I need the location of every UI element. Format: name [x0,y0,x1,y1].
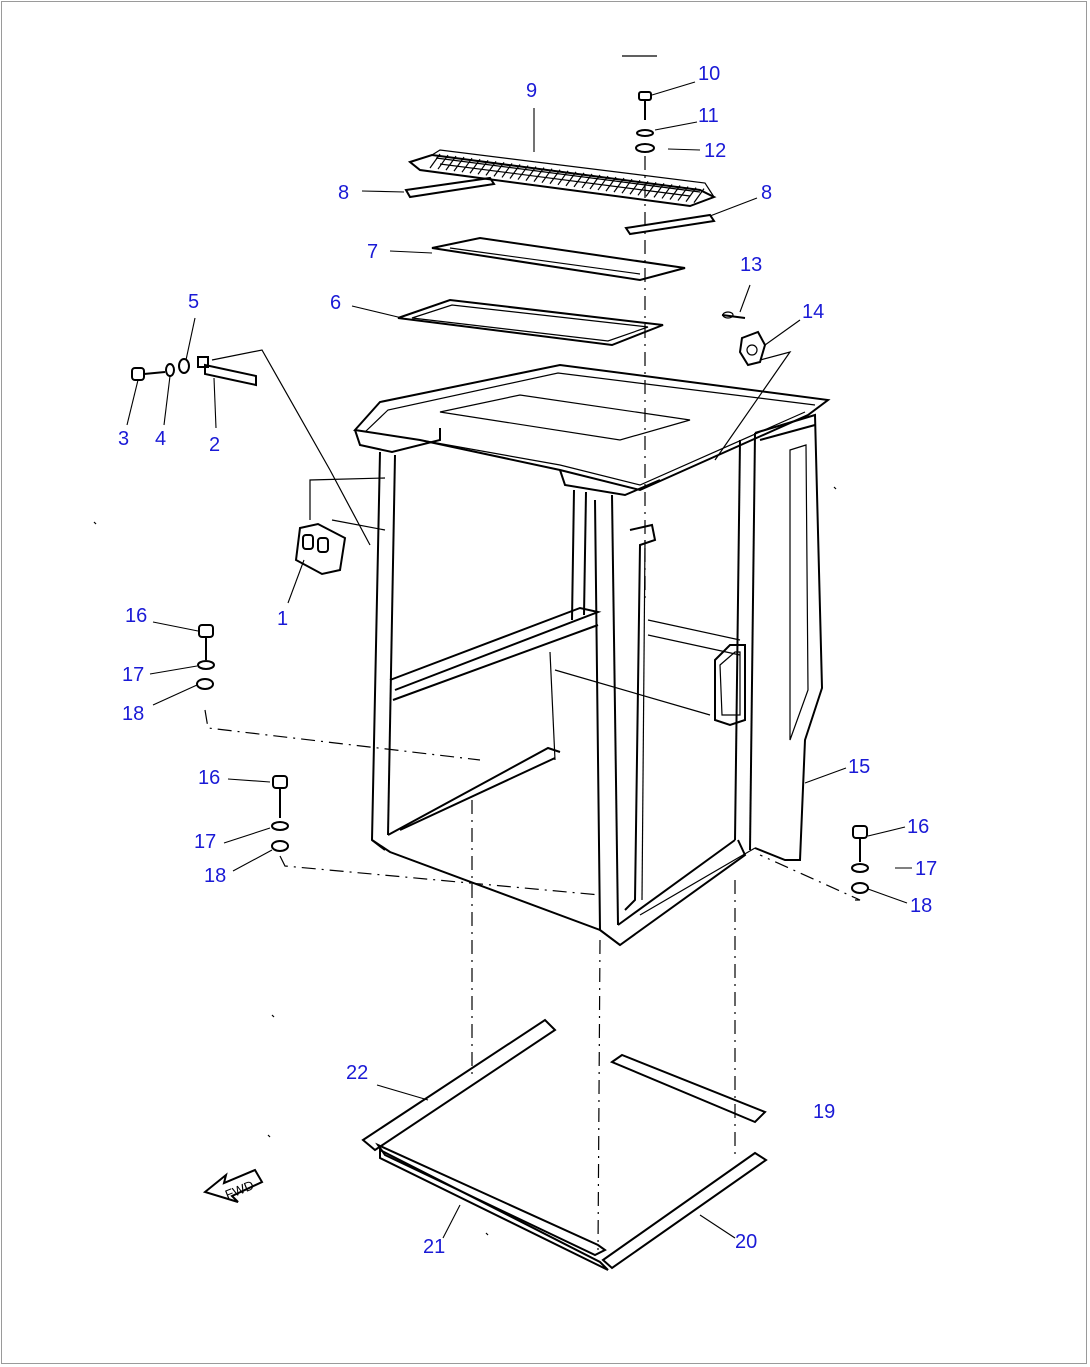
callout-13: 13 [740,254,762,276]
grating-bar [453,156,465,172]
grating-bar [493,162,505,177]
callout-20: 20 [735,1231,757,1253]
grating-bar [477,159,489,175]
grating-bar [597,175,609,191]
grating-bar [629,179,641,195]
callout-3: 3 [118,428,129,450]
strip-left [404,176,496,199]
callout-17-upper: 17 [122,664,144,686]
fwd-arrow [202,1168,264,1203]
grating-bar [613,177,625,193]
callout-4: 4 [155,428,166,450]
grating-bar [565,171,577,187]
grating-bar [517,165,529,180]
callout-19: 19 [813,1101,835,1123]
roof-seal-inner [411,304,649,342]
callout-21: 21 [423,1236,445,1258]
grating-bar [669,185,681,200]
grating-bar [661,184,673,199]
grating-bar [685,187,697,202]
bolt-set-lower-left [271,775,601,896]
grating-bar [485,161,497,176]
stay-bracket [131,349,371,546]
callout-22: 22 [346,1062,368,1084]
stray-marks [93,55,837,1236]
drop-line-center [597,939,601,1251]
callout-17-right: 17 [915,858,937,880]
callout-16-right: 16 [907,816,929,838]
door-catch [714,311,792,461]
grating-bar [437,154,449,170]
grating-bar [637,180,649,196]
bolt-top [635,91,655,600]
grating-bar [533,167,545,182]
grating-bar [677,186,689,201]
leader-lines [126,81,912,1239]
callout-1: 1 [277,608,288,630]
callout-9: 9 [526,80,537,102]
callout-8-right: 8 [761,182,772,204]
roof-seal [397,298,664,347]
strip-right [624,213,716,236]
bolt-set-upper-left [196,624,481,761]
grating-bar [501,163,513,178]
callout-11: 11 [698,105,719,127]
callout-7: 7 [367,241,378,263]
callout-5: 5 [188,291,199,313]
callout-12: 12 [704,140,726,162]
grating-bar [653,183,665,198]
callout-16-lower: 16 [198,767,220,789]
bolt-set-right [759,825,869,901]
grating-bar [573,172,585,188]
grating-bar [461,157,473,173]
callout-14: 14 [802,301,824,323]
grating-bar [541,168,553,184]
callout-18-right: 18 [910,895,932,917]
grating-bar [589,174,601,190]
callout-10: 10 [698,63,720,85]
callout-18-upper: 18 [122,703,144,725]
callout-18-lower: 18 [204,865,226,887]
callout-16-upper: 16 [125,605,147,627]
grating-bar [645,182,657,197]
grating-bar [557,170,569,186]
callout-15: 15 [848,756,870,778]
roof-grating [407,149,717,208]
callout-8-left: 8 [338,182,349,204]
callout-2: 2 [209,434,220,456]
grating-bar [549,169,561,185]
callout-labels: 9 10 11 12 8 8 7 13 6 14 5 3 4 2 1 16 17… [118,63,937,1258]
grating-bar [621,178,633,194]
grating-bar [509,164,521,179]
floor-strips [361,1018,768,1271]
grating-bar [429,153,441,169]
cab-frame [353,363,831,947]
roof-sheet [431,236,686,282]
grating-bar [605,176,617,192]
hinge-bracket [294,477,386,576]
grating-bar [693,188,705,203]
callout-6: 6 [330,292,341,314]
grating-bar [469,158,481,174]
grating-bar [445,155,457,171]
roof-sheet-inner [449,247,641,275]
grating-bar [581,173,593,189]
grating-bar [525,166,537,181]
callout-17-lower: 17 [194,831,216,853]
